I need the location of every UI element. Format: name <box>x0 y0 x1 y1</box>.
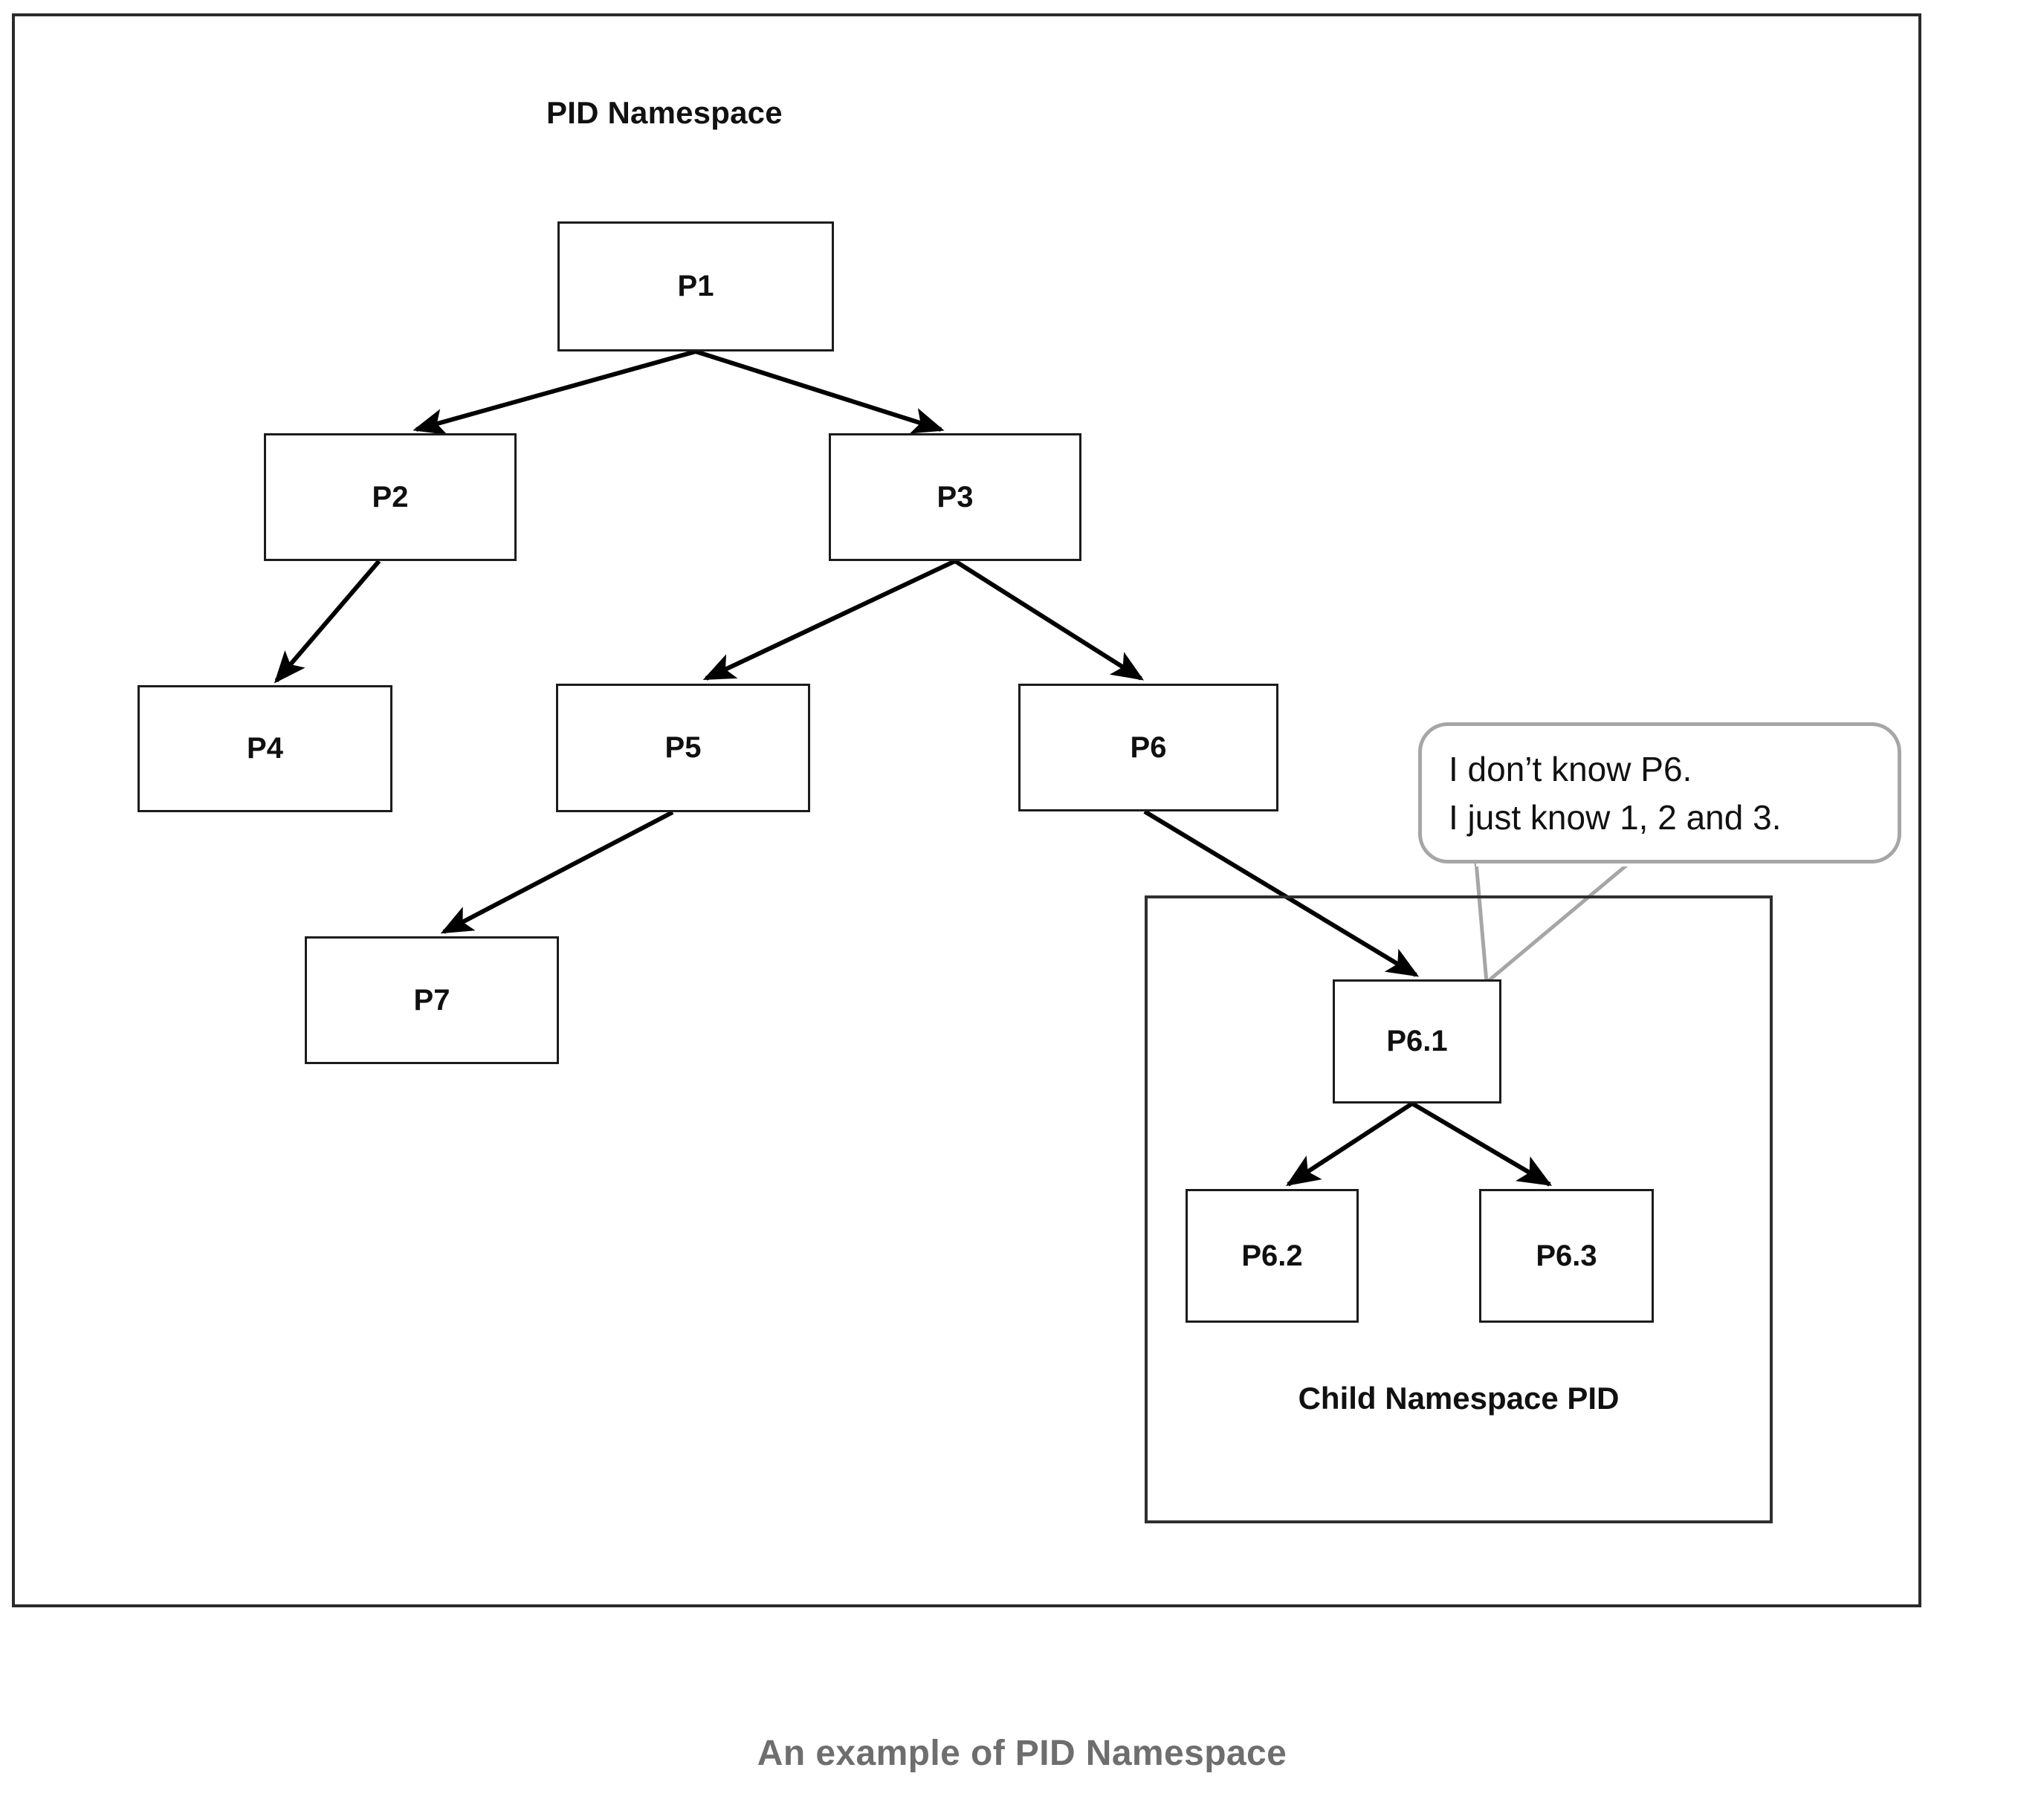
process-label-p7: P7 <box>413 983 450 1017</box>
edge-p3-p5 <box>702 559 957 681</box>
process-node-p6-3[interactable]: P6.3 <box>1479 1189 1654 1323</box>
process-label-p5: P5 <box>664 731 702 764</box>
process-label-p6-1: P6.1 <box>1386 1025 1448 1057</box>
pid-namespace-frame <box>12 13 1921 1607</box>
page-title: PID Namespace <box>546 95 783 130</box>
child-namespace-label: Child Namespace PID <box>1298 1381 1620 1416</box>
process-label-p3: P3 <box>937 480 974 513</box>
process-node-p1[interactable]: P1 <box>557 221 834 351</box>
process-node-p6[interactable]: P6 <box>1018 684 1278 811</box>
speech-bubble-line-1: I don’t know P6. <box>1449 750 1692 788</box>
edge-p2-p4 <box>274 560 381 684</box>
process-node-p6-2[interactable]: P6.2 <box>1186 1189 1359 1323</box>
edge-p6-p6-1 <box>1143 809 1420 977</box>
figure-caption: An example of PID Namespace <box>757 1734 1287 1773</box>
process-label-p6: P6 <box>1130 730 1167 764</box>
child-namespace-frame <box>1145 895 1773 1523</box>
process-node-p6-1[interactable]: P6.1 <box>1333 979 1501 1104</box>
edge-p6-1-p6-2 <box>1285 1101 1414 1187</box>
process-label-p1: P1 <box>677 270 714 302</box>
process-label-p4: P4 <box>247 732 283 765</box>
speech-bubble-line-2: I just know 1, 2 and 3. <box>1449 798 1782 837</box>
edge-p1-p3 <box>695 349 945 434</box>
process-node-p4[interactable]: P4 <box>138 685 392 812</box>
process-node-p2[interactable]: P2 <box>264 433 517 561</box>
process-node-p7[interactable]: P7 <box>305 936 559 1064</box>
edge-p6-1-p6-3 <box>1411 1101 1553 1187</box>
process-label-p6-3: P6.3 <box>1536 1239 1597 1272</box>
edge-p3-p6 <box>954 559 1145 681</box>
process-label-p6-2: P6.2 <box>1241 1239 1303 1272</box>
edge-p5-p7 <box>440 810 674 934</box>
edge-p1-p2 <box>413 349 696 435</box>
speech-bubble: I don’t know P6. I just know 1, 2 and 3. <box>1418 722 1901 863</box>
process-node-p5[interactable]: P5 <box>556 684 810 812</box>
process-label-p2: P2 <box>372 480 409 513</box>
process-node-p3[interactable]: P3 <box>829 433 1081 561</box>
